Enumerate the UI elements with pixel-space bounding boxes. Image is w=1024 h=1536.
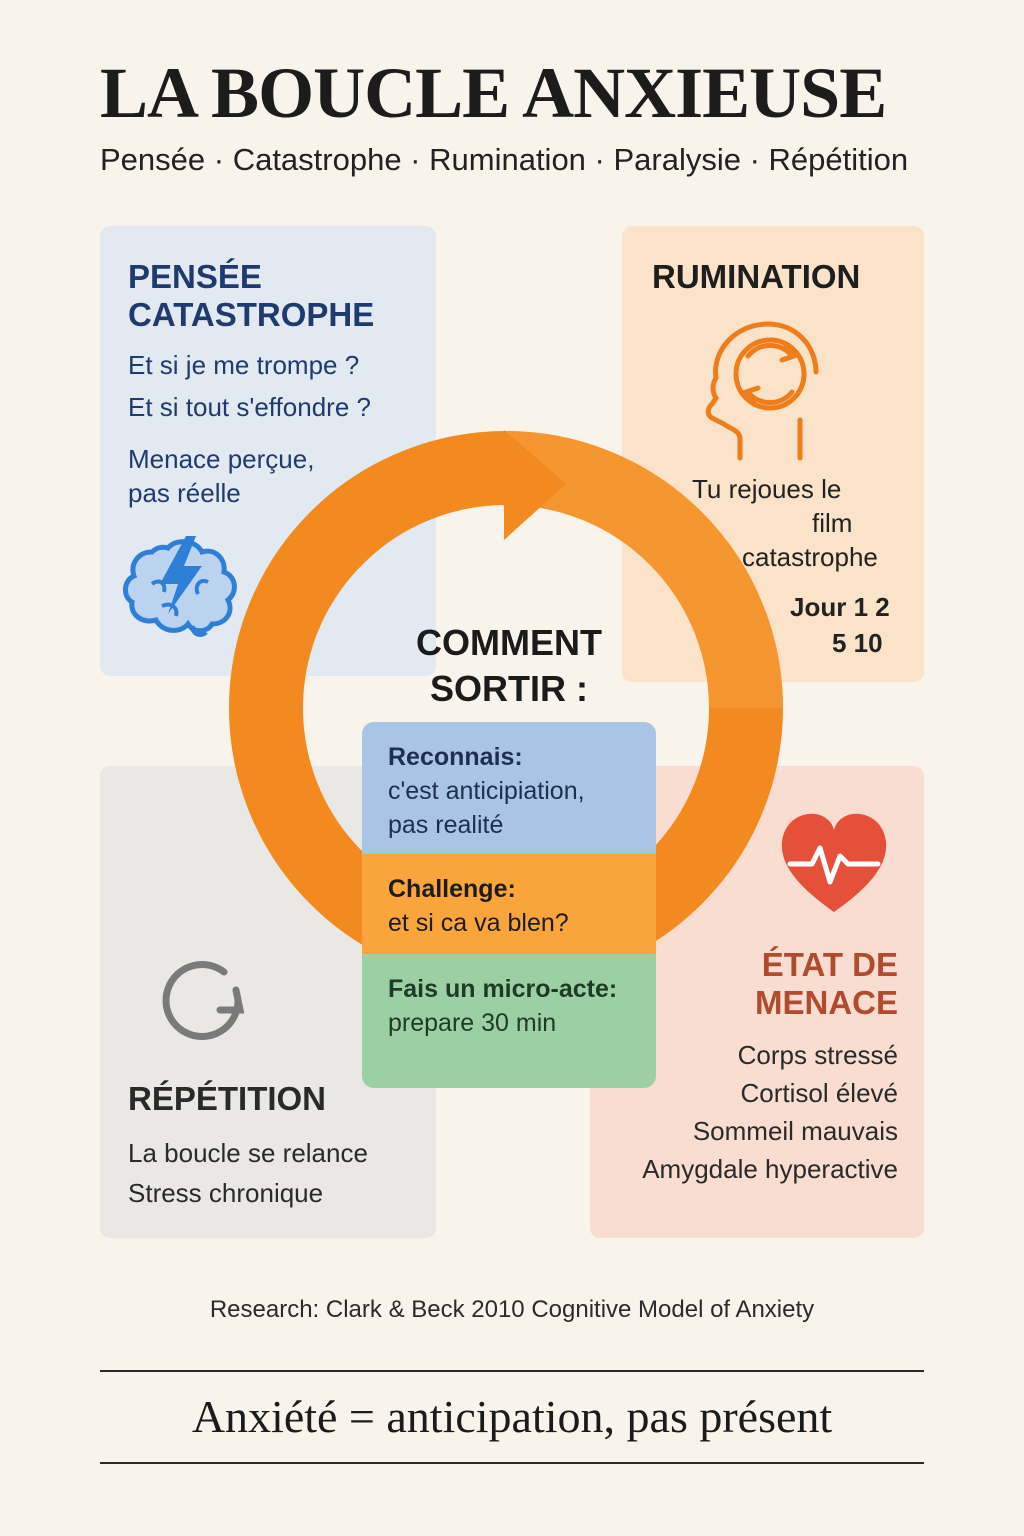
threat-heading-line1: ÉTAT DE — [761, 946, 898, 983]
rumination-days-line2: 5 10 — [832, 628, 883, 658]
thought-heading-line2: CATASTROPHE — [128, 296, 375, 333]
rumination-card — [622, 226, 924, 682]
thought-line4: pas réelle — [128, 478, 241, 508]
rumination-heading: RUMINATION — [652, 258, 861, 295]
footer-divider-bottom — [100, 1462, 924, 1464]
step-challenge-label: Challenge: — [388, 875, 516, 903]
threat-line2: Cortisol élevé — [740, 1078, 898, 1108]
thought-line3: Menace perçue, — [128, 444, 315, 474]
thought-line1: Et si je me trompe ? — [128, 350, 360, 380]
threat-line1: Corps stressé — [737, 1040, 898, 1070]
step-micro-act-label: Fais un micro-acte: — [388, 975, 618, 1003]
research-citation: Research: Clark & Beck 2010 Cognitive Mo… — [209, 1296, 815, 1323]
step-recognize-text: c'est anticipiation, pas realité — [388, 777, 585, 839]
thought-heading-line1: PENSÉE — [128, 258, 262, 295]
heart-pulse-icon — [781, 813, 887, 912]
rumination-line2: film — [812, 508, 853, 538]
footer-divider-top — [100, 1370, 924, 1372]
exit-heading-line2: SORTIR : — [430, 668, 588, 709]
brain-lightning-icon — [123, 536, 237, 637]
refresh-icon — [162, 961, 245, 1041]
rumination-line3: catastrophe — [742, 542, 878, 572]
footer-tagline: Anxiété = anticipation, pas présent — [191, 1391, 833, 1442]
threat-line4: Amygdale hyperactive — [642, 1154, 898, 1184]
step-recognize-label: Reconnais: — [388, 743, 523, 771]
repetition-heading: RÉPÉTITION — [128, 1080, 327, 1117]
step-challenge-text: et si ca va blen? — [388, 909, 569, 937]
rumination-days-line1: Jour 1 2 — [790, 592, 890, 622]
exit-heading-line1: COMMENT — [416, 622, 602, 663]
repetition-line1: La boucle se relance — [128, 1138, 368, 1168]
exit-heading: COMMENT SORTIR : — [362, 620, 656, 712]
repetition-line2: Stress chronique — [128, 1178, 324, 1208]
step-recognize: Reconnais: c'est anticipiation, pas real… — [362, 722, 656, 854]
thought-heading: PENSÉE CATASTROPHE — [128, 258, 428, 334]
step-challenge: Challenge: et si ca va blen? — [362, 854, 656, 954]
threat-heading: ÉTAT DE MENACE — [618, 946, 898, 1022]
head-cycle-icon — [705, 321, 819, 461]
loop-ring-highlight — [505, 431, 783, 709]
threat-heading-line2: MENACE — [754, 984, 898, 1021]
page-title: LA BOUCLE ANXIEUSE — [100, 53, 887, 133]
rumination-line1: Tu rejoues le — [692, 474, 842, 504]
page-subtitle: Pensée · Catastrophe · Rumination · Para… — [100, 142, 909, 177]
loop-arrow-head — [504, 430, 566, 540]
thought-note: Menace perçue, pas réelle — [128, 442, 388, 510]
threat-line3: Sommeil mauvais — [692, 1116, 898, 1146]
step-micro-act: Fais un micro-acte: prepare 30 min — [362, 954, 656, 1088]
thought-line2: Et si tout s'effondre ? — [128, 392, 371, 422]
step-micro-act-text: prepare 30 min — [388, 1009, 557, 1037]
